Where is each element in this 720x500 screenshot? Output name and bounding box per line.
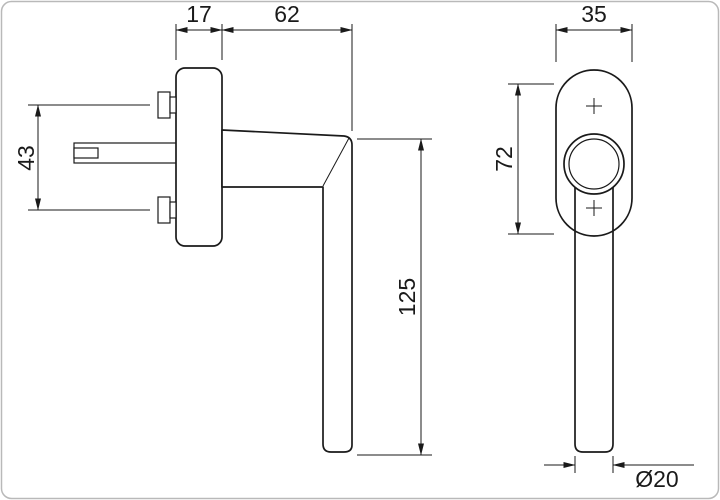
spindle [73, 142, 181, 164]
rosette-plate-side [175, 67, 223, 247]
front-view [555, 69, 633, 453]
screw-bottom [157, 196, 177, 224]
grip-front-outline [574, 186, 614, 453]
neck-inner-circle [568, 138, 620, 190]
dim-handle-length-label: 125 [394, 278, 420, 316]
rosette-front [555, 69, 633, 237]
side-view [73, 67, 353, 453]
dim-neck-length-label: 62 [274, 1, 300, 27]
dim-rosette-length-label: 72 [491, 146, 517, 172]
dim-rosette-depth-label: 17 [186, 1, 212, 27]
dim-grip-diameter-label: Ø20 [635, 466, 678, 492]
screw-bottom-head [157, 196, 171, 224]
dim-grip-diameter: Ø20 [544, 456, 694, 492]
dim-handle-length: 125 [357, 138, 432, 456]
screw-top-shaft [169, 96, 177, 114]
screw-cross-bottom [586, 200, 602, 216]
dim-rosette-width-label: 35 [581, 1, 607, 27]
screw-bottom-shaft [169, 201, 177, 219]
dim-screw-spacing: 43 [13, 104, 150, 211]
dim-screw-spacing-label: 43 [13, 145, 39, 171]
handle-bend-miter-line [322, 137, 350, 187]
dim-rosette-depth: 17 [175, 1, 223, 60]
dimensions: 17 62 43 125 35 [13, 1, 694, 492]
spindle-tip [73, 147, 99, 159]
dim-rosette-width: 35 [555, 1, 633, 62]
screw-top-head [157, 91, 171, 119]
screw-cross-top [586, 98, 602, 114]
screw-top [157, 91, 177, 119]
dim-neck-length: 62 [221, 1, 353, 131]
handle-side-outline [221, 129, 353, 453]
dim-rosette-length: 72 [491, 83, 554, 235]
